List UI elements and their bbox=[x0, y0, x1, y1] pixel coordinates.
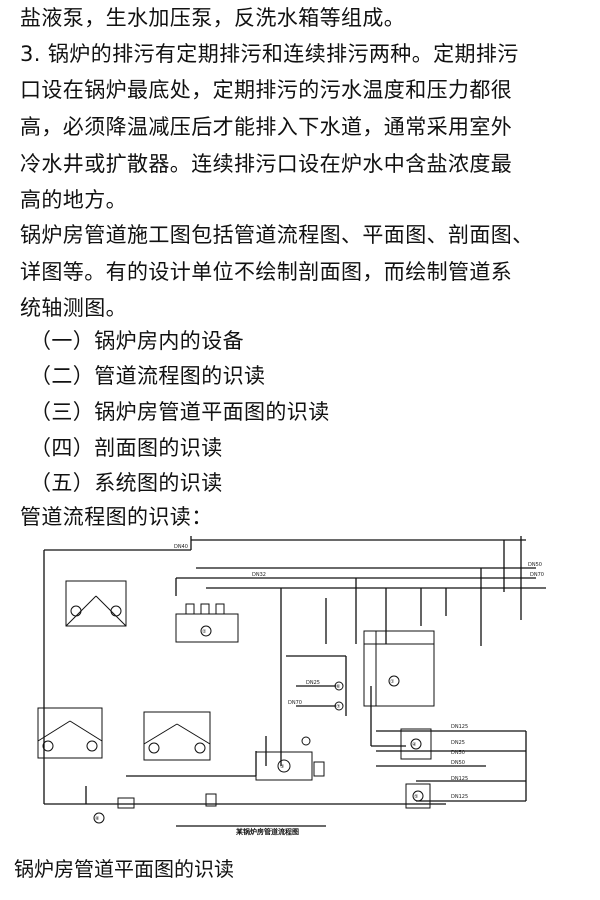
label-dn70-b: DN70 bbox=[288, 700, 302, 706]
bottom-heading: 锅炉房管道平面图的识读 bbox=[14, 857, 234, 881]
figure-title: 某锅炉房管道流程图 bbox=[235, 827, 299, 836]
equipment-number: ⑤ bbox=[414, 794, 418, 800]
equipment-number: ⑧ bbox=[95, 816, 100, 822]
label-dn125-a: DN125 bbox=[451, 724, 468, 730]
label-dn32: DN32 bbox=[252, 572, 266, 578]
paragraph-line-4: 高，必须降温减压后才能排入下水道，通常采用室外 bbox=[20, 115, 513, 139]
label-dn50-b: DN50 bbox=[451, 750, 465, 756]
toc-item-4: （四）剖面图的识读 bbox=[30, 436, 223, 460]
equipment-number: ② bbox=[202, 629, 207, 635]
equipment-number: ⑦ bbox=[336, 704, 341, 710]
equipment-number: ① bbox=[390, 679, 395, 685]
equipment-number: ⑥ bbox=[336, 684, 341, 690]
label-dn25-b: DN25 bbox=[451, 740, 465, 746]
paragraph-line-1: 盐液泵，生水加压泵，反洗水箱等组成。 bbox=[20, 6, 406, 30]
toc-item-1: （一）锅炉房内的设备 bbox=[30, 329, 244, 353]
paragraph-line-8: 详图等。有的设计单位不绘制剖面图，而绘制管道系 bbox=[20, 260, 513, 284]
label-dn50-a: DN50 bbox=[528, 562, 542, 568]
toc-item-2: （二）管道流程图的识读 bbox=[30, 364, 266, 388]
label-dn25: DN25 bbox=[306, 680, 320, 686]
label-dn125-c: DN125 bbox=[451, 794, 468, 800]
equipment-number: ③ bbox=[280, 764, 284, 770]
toc-item-5: （五）系统图的识读 bbox=[30, 471, 223, 495]
paragraph-line-5: 冷水井或扩散器。连续排污口设在炉水中含盐浓度最 bbox=[20, 152, 513, 176]
paragraph-line-9: 统轴测图。 bbox=[20, 296, 127, 320]
paragraph-line-3: 口设在锅炉最底处，定期排污的污水温度和压力都很 bbox=[20, 78, 513, 102]
piping-flow-diagram: DN50 DN70 DN40 DN32 DN70 DN25 DN125 DN25… bbox=[37, 536, 546, 836]
section-heading: 管道流程图的识读： bbox=[20, 505, 213, 529]
paragraph-line-2: 3. 锅炉的排污有定期排污和连续排污两种。定期排污 bbox=[20, 42, 519, 66]
paragraph-line-6: 高的地方。 bbox=[20, 188, 127, 212]
label-dn125-b: DN125 bbox=[451, 776, 468, 782]
equipment-number: ④ bbox=[412, 742, 417, 748]
label-dn50-c: DN50 bbox=[451, 760, 465, 766]
paragraph-line-7: 锅炉房管道施工图包括管道流程图、平面图、剖面图、 bbox=[20, 223, 534, 247]
toc-item-3: （三）锅炉房管道平面图的识读 bbox=[30, 400, 330, 424]
label-dn70-a: DN70 bbox=[530, 572, 544, 578]
label-dn40: DN40 bbox=[174, 544, 188, 550]
